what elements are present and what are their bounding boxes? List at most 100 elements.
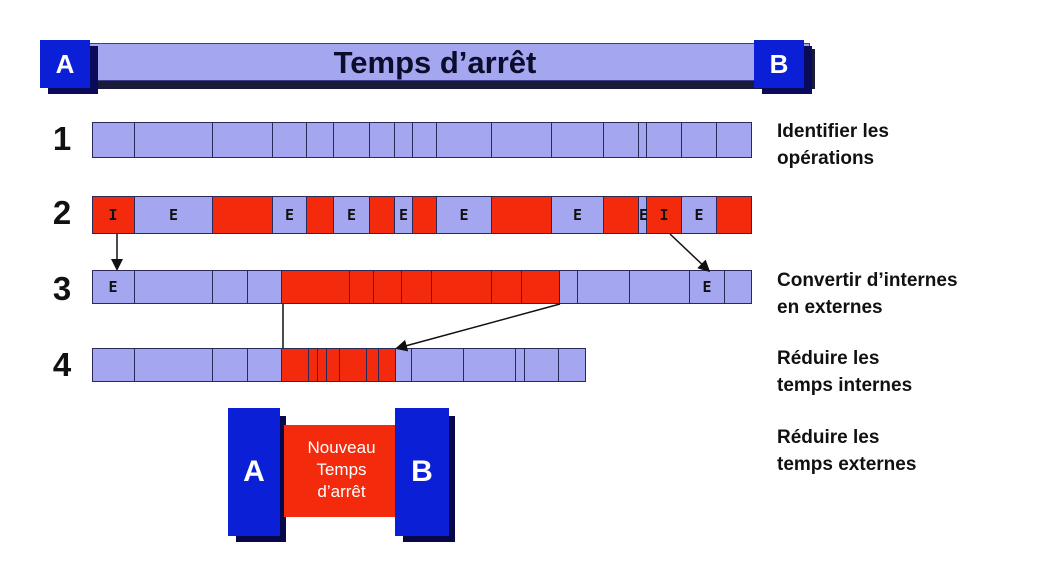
external-segment xyxy=(213,270,248,304)
caption-identify: Identifier les opérations xyxy=(777,118,889,172)
external-segment: E xyxy=(92,270,135,304)
new-downtime-line: Nouveau xyxy=(307,438,376,457)
external-segment: E xyxy=(437,196,492,234)
start-box-a: A xyxy=(40,40,90,88)
row-number-2: 2 xyxy=(52,194,72,231)
internal-segment xyxy=(522,270,560,304)
segment-label: E xyxy=(284,206,295,224)
caption-line: Réduire les xyxy=(777,427,880,448)
segment-label: E xyxy=(694,206,704,224)
segment-label: E xyxy=(459,206,469,224)
internal-segment xyxy=(402,270,432,304)
operation-segment xyxy=(604,122,639,158)
caption-reduce-internal: Réduire les temps internes xyxy=(777,345,912,399)
internal-segment xyxy=(492,270,522,304)
segment-label: I xyxy=(659,206,669,224)
external-segment xyxy=(135,270,213,304)
external-segment xyxy=(464,348,516,382)
caption-line: en externes xyxy=(777,297,883,318)
internal-segment xyxy=(374,270,402,304)
external-segment: E xyxy=(395,196,413,234)
new-downtime-line: d’arrêt xyxy=(317,482,366,501)
row-3-bar: E E xyxy=(92,270,752,304)
external-segment xyxy=(248,348,282,382)
internal-segment xyxy=(413,196,437,234)
row-number-4: 4 xyxy=(52,346,72,383)
internal-segment xyxy=(432,270,492,304)
segment-label: E xyxy=(108,278,118,296)
external-segment xyxy=(516,348,525,382)
internal-segment xyxy=(282,348,309,382)
caption-line: Convertir d’internes xyxy=(777,270,958,291)
operation-segment xyxy=(717,122,752,158)
external-segment xyxy=(725,270,752,304)
internal-segment xyxy=(318,348,327,382)
new-start-box-a: A xyxy=(228,408,280,536)
internal-segment xyxy=(717,196,752,234)
internal-segment xyxy=(367,348,379,382)
external-segment: E xyxy=(552,196,604,234)
internal-segment xyxy=(213,196,273,234)
internal-segment xyxy=(350,270,374,304)
operation-segment xyxy=(307,122,334,158)
operation-segment xyxy=(647,122,682,158)
internal-segment xyxy=(307,196,334,234)
external-segment xyxy=(560,270,578,304)
segment-label: E xyxy=(398,206,409,224)
external-segment xyxy=(630,270,690,304)
arrow-internal-to-external-right xyxy=(669,233,711,273)
operation-segment xyxy=(492,122,552,158)
internal-segment xyxy=(282,270,350,304)
operation-segment xyxy=(213,122,273,158)
internal-segment: I xyxy=(92,196,135,234)
new-downtime-box: Nouveau Temps d’arrêt xyxy=(284,425,399,517)
external-segment: E xyxy=(273,196,307,234)
diagram-title: Temps d’arrêt xyxy=(333,45,537,80)
operation-segment xyxy=(682,122,717,158)
caption-convert: Convertir d’internes en externes xyxy=(777,267,958,321)
arrow-reduce-internal xyxy=(395,303,561,352)
operation-segment xyxy=(413,122,437,158)
external-segment xyxy=(396,348,412,382)
end-box-b: B xyxy=(754,40,804,88)
operation-segment xyxy=(395,122,413,158)
row-4-bar xyxy=(92,348,586,382)
internal-segment xyxy=(309,348,318,382)
external-segment xyxy=(248,270,282,304)
operation-segment xyxy=(639,122,647,158)
segment-label: E xyxy=(572,206,583,224)
operation-segment xyxy=(135,122,213,158)
external-segment: E xyxy=(334,196,370,234)
external-segment xyxy=(559,348,586,382)
external-segment xyxy=(525,348,559,382)
segment-label: E xyxy=(639,206,649,224)
internal-segment xyxy=(492,196,552,234)
caption-line: temps internes xyxy=(777,375,913,396)
external-segment: E xyxy=(639,196,649,234)
caption-line: opérations xyxy=(777,148,875,169)
operation-segment xyxy=(273,122,307,158)
row-2-bar: I E E E E E E E I E xyxy=(92,196,752,234)
caption-line: Réduire les xyxy=(777,348,880,369)
segment-label: E xyxy=(168,206,179,224)
internal-segment xyxy=(379,348,396,382)
internal-segment: I xyxy=(647,196,682,234)
row-1-bar xyxy=(92,122,752,158)
operation-segment xyxy=(437,122,492,158)
segment-label: E xyxy=(702,278,712,296)
internal-segment xyxy=(604,196,639,234)
external-segment xyxy=(135,348,213,382)
external-segment xyxy=(92,348,135,382)
segment-label: I xyxy=(108,206,118,224)
operation-segment xyxy=(552,122,604,158)
caption-line: Identifier les xyxy=(777,121,889,142)
external-segment: E xyxy=(682,196,717,234)
internal-segment xyxy=(327,348,340,382)
external-segment xyxy=(213,348,248,382)
external-segment xyxy=(578,270,630,304)
row-number-1: 1 xyxy=(52,120,72,157)
caption-line: temps externes xyxy=(777,454,917,475)
external-segment xyxy=(412,348,464,382)
internal-segment xyxy=(340,348,367,382)
operation-segment xyxy=(370,122,395,158)
